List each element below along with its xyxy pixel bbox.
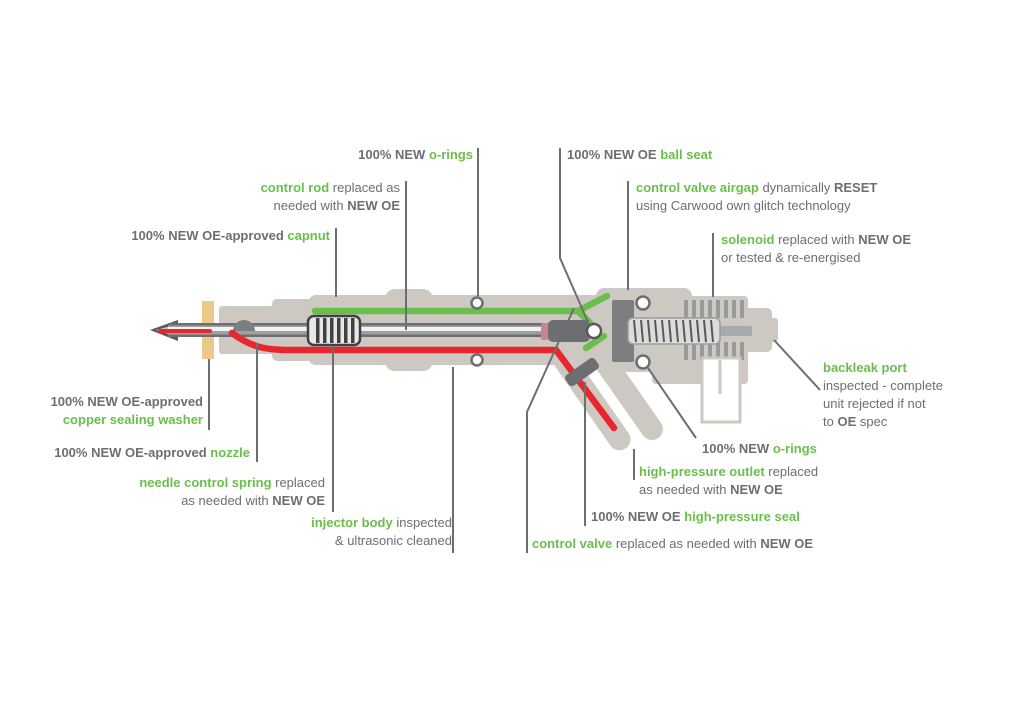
- o-ring-marker: [635, 295, 651, 311]
- label-line: needed with NEW OE: [273, 198, 400, 213]
- label-line: 100% NEW OE-approved capnut: [131, 228, 330, 243]
- label-ball-seat: 100% NEW OE ball seat: [567, 146, 712, 164]
- label-line: needle control spring replaced: [139, 475, 325, 490]
- label-line: high-pressure outlet replaced: [639, 464, 819, 479]
- label-line: 100% NEW OE ball seat: [567, 147, 713, 162]
- solenoid-spring-shape: [627, 317, 752, 345]
- label-high-pressure-outlet: high-pressure outlet replaced as needed w…: [639, 463, 818, 499]
- label-line: backleak port: [823, 360, 907, 375]
- label-copper-sealing-washer: 100% NEW OE-approved copper sealing washe…: [51, 393, 203, 429]
- label-nozzle: 100% NEW OE-approved nozzle: [54, 444, 250, 462]
- label-line: 100% NEW o-rings: [358, 147, 473, 162]
- label-o-rings-top: 100% NEW o-rings: [358, 146, 473, 164]
- label-line: to OE spec: [823, 414, 888, 429]
- label-backleak-port: backleak port inspected - complete unit re…: [823, 359, 943, 431]
- o-ring-markers: [470, 295, 651, 370]
- leader-ball-seat: [559, 148, 589, 323]
- label-line: as needed with NEW OE: [639, 482, 783, 497]
- label-control-valve: control valve replaced as needed with NE…: [532, 535, 813, 553]
- label-o-rings-right: 100% NEW o-rings: [702, 440, 817, 458]
- label-line: 100% NEW OE-approved: [50, 394, 203, 409]
- label-line: injector body inspected: [311, 515, 452, 530]
- label-line: inspected - complete: [823, 378, 943, 393]
- label-line: using Carwood own glitch technology: [636, 198, 851, 213]
- label-line: control valve replaced as needed with NE…: [532, 536, 814, 551]
- needle-control-spring-shape: [306, 314, 362, 347]
- leader-lines: [208, 148, 821, 553]
- valve-housing-block: [612, 300, 634, 362]
- ball-seat-shape: [585, 322, 603, 340]
- label-line: & ultrasonic cleaned: [334, 533, 452, 548]
- label-capnut: 100% NEW OE-approved capnut: [131, 227, 330, 245]
- label-control-rod: control rod replaced as needed with NEW O…: [261, 179, 400, 215]
- leader-o-rings-right: [647, 367, 697, 439]
- label-line: unit rejected if not: [823, 396, 926, 411]
- label-line: copper sealing washer: [62, 412, 203, 427]
- label-line: 100% NEW o-rings: [702, 441, 817, 456]
- connector-block: [700, 356, 742, 424]
- red-flow-line: [158, 329, 618, 432]
- o-ring-marker: [635, 354, 651, 370]
- leader-backleak: [773, 339, 821, 391]
- high-pressure-seal-shape: [565, 357, 599, 387]
- label-line: solenoid replaced with NEW OE: [721, 232, 912, 247]
- label-line: control rod replaced as: [260, 180, 400, 195]
- label-line: control valve airgap dynamically RESET: [636, 180, 878, 195]
- label-solenoid: solenoid replaced with NEW OE or tested &…: [721, 231, 911, 267]
- solenoid-ribs: [684, 300, 744, 360]
- label-line: as needed with NEW OE: [181, 493, 325, 508]
- label-control-valve-airgap: control valve airgap dynamically RESET us…: [636, 179, 877, 215]
- label-line: or tested & re-energised: [721, 250, 861, 265]
- o-ring-marker: [470, 353, 484, 367]
- o-ring-marker: [470, 296, 484, 310]
- leader-control-valve: [526, 307, 575, 553]
- label-injector-body: injector body inspected & ultrasonic clea…: [311, 514, 452, 550]
- control-valve-shape: [541, 320, 603, 342]
- label-line: 100% NEW OE high-pressure seal: [591, 509, 800, 524]
- label-high-pressure-seal: 100% NEW OE high-pressure seal: [591, 508, 800, 526]
- label-needle-control-spring: needle control spring replaced as needed …: [139, 474, 325, 510]
- label-line: 100% NEW OE-approved nozzle: [54, 445, 250, 460]
